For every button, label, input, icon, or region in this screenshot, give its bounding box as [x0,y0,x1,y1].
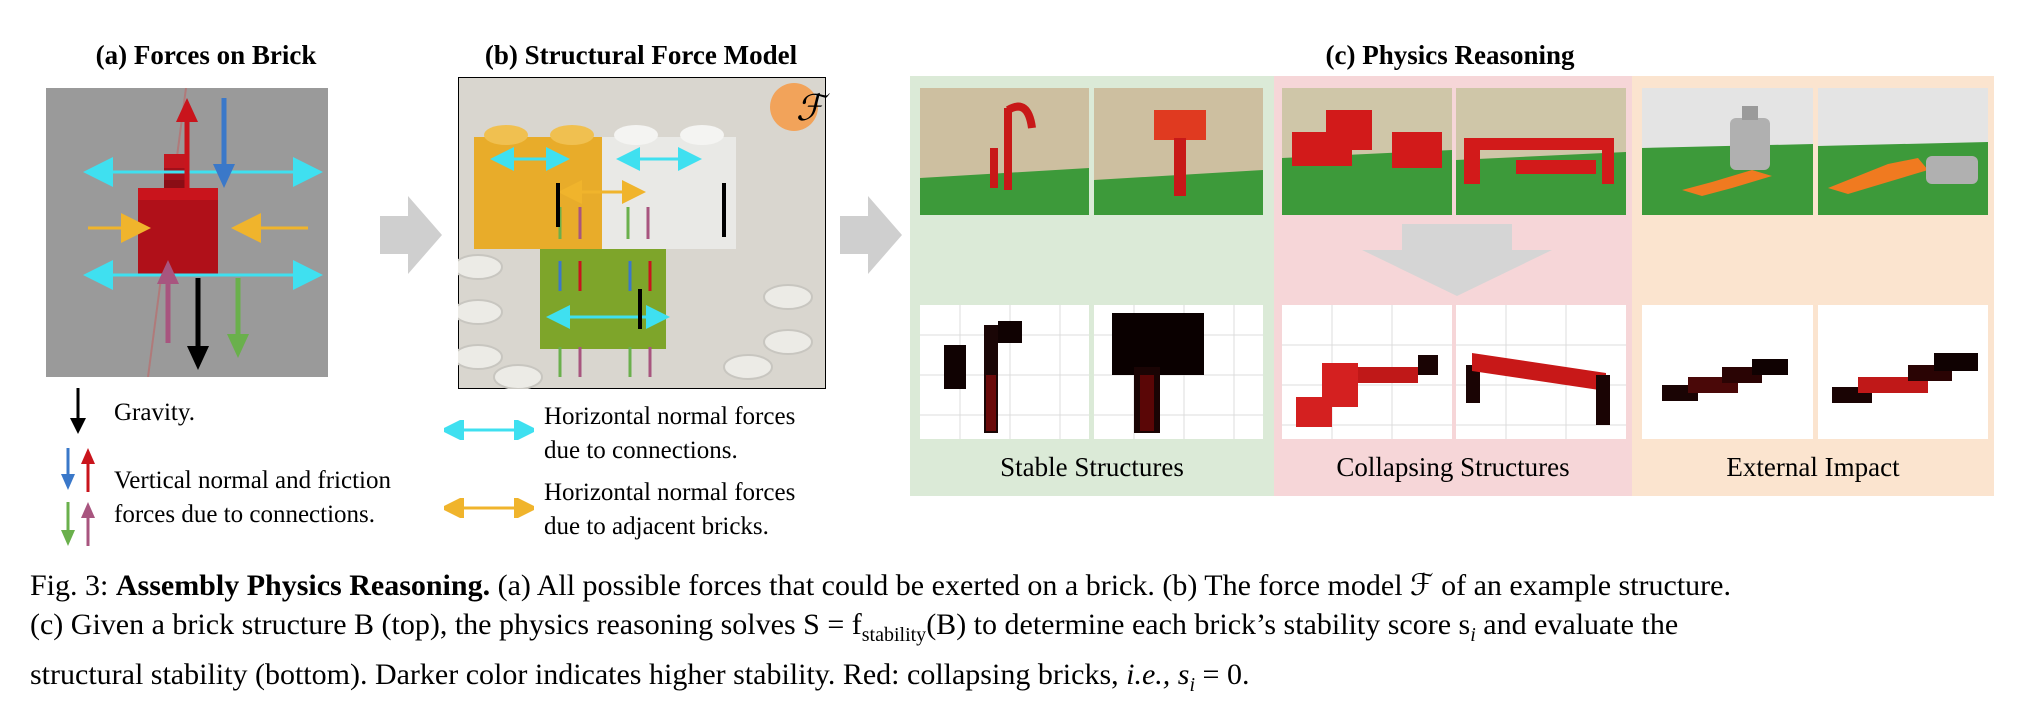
vertical-forces-legend-label: Vertical normal and friction forces due … [114,467,391,528]
collapse-down-arrow [1362,224,1552,296]
panel-a-title: (a) Forces on Brick [95,40,317,70]
caption-line-2: (c) Given a brick structure B (top), the… [30,608,1679,646]
collapsing-structures-label: Collapsing Structures [1336,452,1570,482]
force-model-badge: ℱ [795,88,825,128]
external-render-1 [1642,305,1813,439]
cyan-legend-label: Horizontal normal forces due to connecti… [544,403,796,464]
external-photo-1 [1642,88,1813,215]
structural-force-model-photo [458,77,826,389]
collapsing-photo-2 [1456,88,1626,215]
stable-render-2 [1094,305,1263,439]
caption-line-1: Fig. 3: Assembly Physics Reasoning. (a) … [30,569,1731,602]
external-impact-label: External Impact [1726,452,1900,482]
caption-line-3: structural stability (bottom). Darker co… [30,658,1250,696]
collapsing-render-1 [1282,305,1452,439]
stable-photo-2 [1094,88,1263,215]
cyan-legend-icon [444,420,534,440]
figure-caption: Fig. 3: Assembly Physics Reasoning. (a) … [30,566,2005,705]
forces-on-brick-diagram [46,88,328,377]
stable-photo-1 [920,88,1089,215]
vertical-forces-legend-icon [56,448,100,548]
panel-b-title: (b) Structural Force Model [484,40,798,70]
orange-legend-icon [444,498,534,518]
gravity-legend-icon [66,388,90,436]
panel-c-title: (c) Physics Reasoning [1325,40,1575,70]
stable-structures-label: Stable Structures [1000,452,1184,482]
orange-legend-label: Horizontal normal forces due to adjacent… [544,479,796,540]
external-render-2 [1818,305,1988,439]
collapsing-photo-1 [1282,88,1452,215]
flow-arrow-b-to-c [840,196,902,274]
collapsing-render-2 [1456,305,1626,439]
gravity-legend-label: Gravity. [114,399,195,426]
stable-render-1 [920,305,1089,439]
external-photo-2 [1818,88,1988,215]
flow-arrow-a-to-b [380,196,442,274]
